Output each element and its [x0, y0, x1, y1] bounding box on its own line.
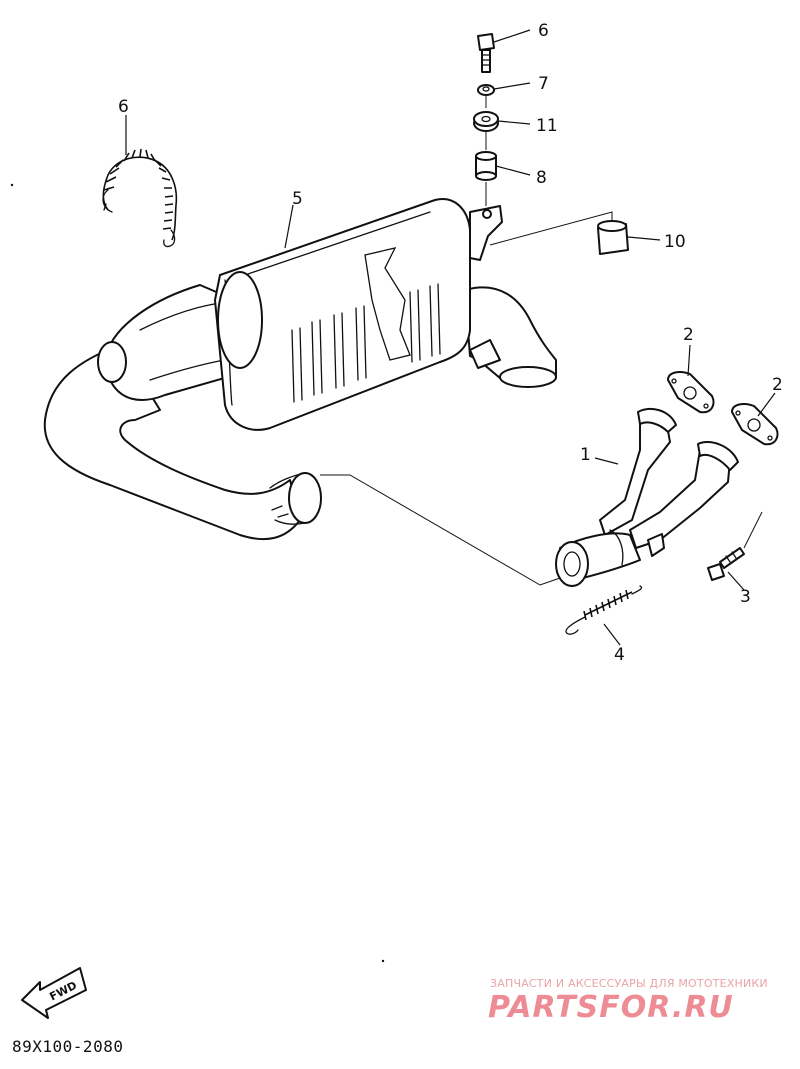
part-1-exhaust-pipe: [555, 407, 739, 587]
part-10-damper: [597, 220, 629, 255]
part-7-bolt: [477, 33, 495, 73]
callout-6: 6: [118, 97, 129, 117]
part-3-bolt: [707, 547, 745, 581]
callout-1: 1: [580, 445, 591, 465]
part-2-gasket-left: [667, 371, 715, 414]
watermark-tagline: ЗАПЧАСТИ И АКСЕССУАРЫ ДЛЯ МОТОТЕХНИКИ: [490, 977, 768, 990]
watermark-logo: PARTSFOR.RU: [488, 990, 734, 1025]
callout-11: 11: [536, 116, 558, 136]
callout-5: 5: [292, 189, 303, 209]
part-11-collar: [473, 111, 499, 132]
callout-2-right: 2: [772, 375, 783, 395]
part-5-muffler: [43, 198, 557, 541]
part-4-spring: [565, 585, 643, 635]
callout-8: 7: [538, 74, 549, 94]
fwd-arrow-icon: FWD: [21, 967, 87, 1019]
callout-10: 10: [664, 232, 686, 252]
callout-7: 6: [538, 21, 549, 41]
part-2-gasket-right: [731, 403, 779, 446]
callout-3: 3: [740, 587, 751, 607]
callout-4: 4: [614, 645, 625, 665]
part-9-spacer: [475, 151, 497, 181]
part-8-washer: [477, 84, 495, 96]
callout-9: 8: [536, 168, 547, 188]
part-6-spring: [102, 148, 178, 248]
callout-2-left: 2: [683, 325, 694, 345]
drawing-code: 89X100-2080: [12, 1037, 124, 1056]
